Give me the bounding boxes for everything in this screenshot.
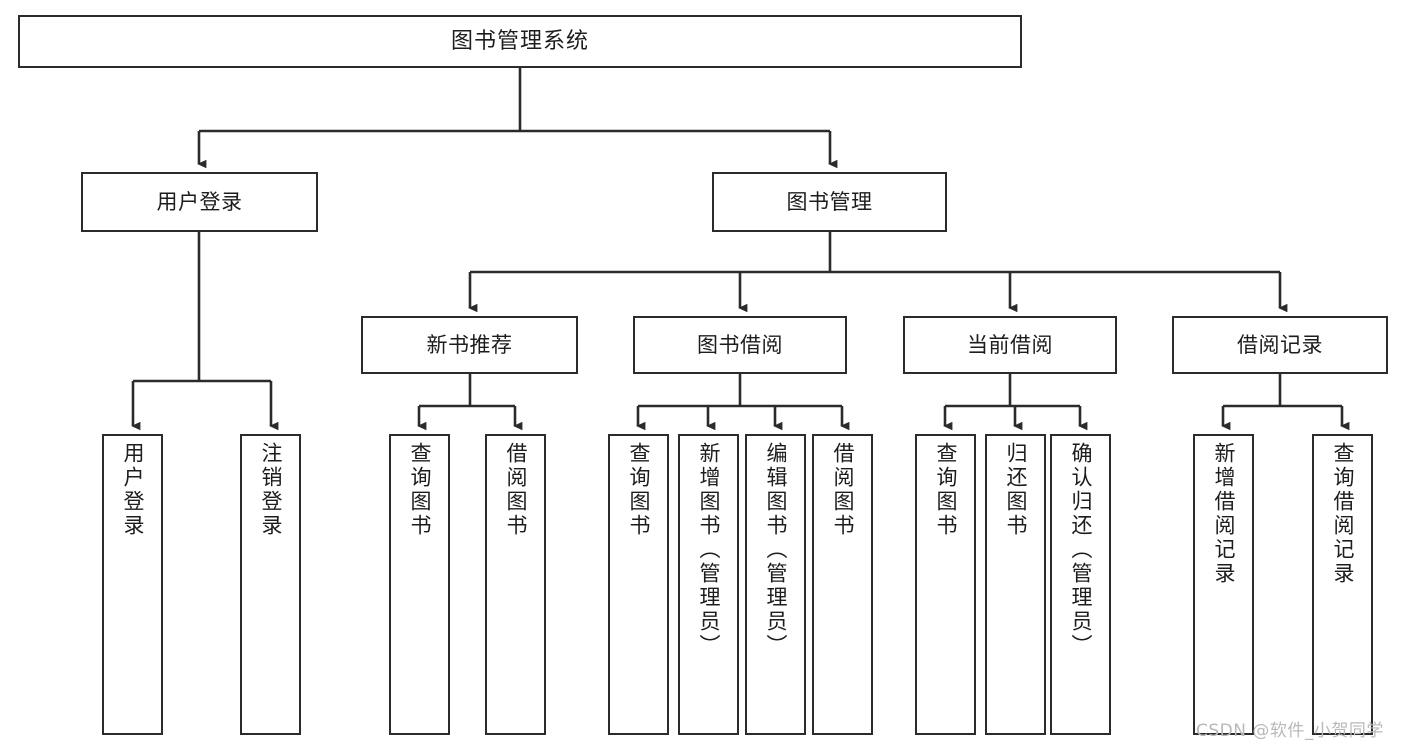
node-new-book-recommend[interactable]: 新书推荐 [361,316,578,374]
node-leaf-edit-book-admin-label: 编辑图书（管理员） [764,442,788,658]
node-borrow-record[interactable]: 借阅记录 [1172,316,1388,374]
node-leaf-borrow-book-1[interactable]: 借阅图书 [485,434,546,735]
node-leaf-query-book-3-label: 查询图书 [934,442,958,538]
node-leaf-logout-login-label: 注销登录 [259,442,283,538]
node-leaf-user-login[interactable]: 用户登录 [102,434,163,735]
node-leaf-user-login-label: 用户登录 [121,442,145,538]
node-leaf-borrow-book-2[interactable]: 借阅图书 [812,434,873,735]
node-book-borrow-label: 图书借阅 [697,332,783,357]
node-leaf-edit-book-admin[interactable]: 编辑图书（管理员） [745,434,806,735]
node-leaf-query-book-3[interactable]: 查询图书 [915,434,976,735]
node-leaf-confirm-return-admin-label: 确认归还（管理员） [1069,442,1093,658]
node-leaf-query-borrow-record-label: 查询借阅记录 [1331,442,1355,586]
node-user-login-label: 用户登录 [156,189,243,214]
node-leaf-query-book-1[interactable]: 查询图书 [389,434,450,735]
node-root-label: 图书管理系统 [450,28,589,54]
node-leaf-add-borrow-record[interactable]: 新增借阅记录 [1193,434,1254,735]
node-book-borrow[interactable]: 图书借阅 [633,316,847,374]
node-leaf-logout-login[interactable]: 注销登录 [240,434,301,735]
node-book-manage[interactable]: 图书管理 [712,172,947,232]
node-current-borrow-label: 当前借阅 [967,332,1053,357]
node-leaf-add-borrow-record-label: 新增借阅记录 [1212,442,1236,586]
node-leaf-query-book-2-label: 查询图书 [627,442,651,538]
node-leaf-query-book-1-label: 查询图书 [408,442,432,538]
node-user-login[interactable]: 用户登录 [81,172,318,232]
node-leaf-confirm-return-admin[interactable]: 确认归还（管理员） [1050,434,1111,735]
node-leaf-return-book-label: 归还图书 [1004,442,1028,538]
node-leaf-add-book-admin[interactable]: 新增图书（管理员） [678,434,739,735]
node-leaf-add-book-admin-label: 新增图书（管理员） [697,442,721,658]
node-new-book-recommend-label: 新书推荐 [426,332,513,357]
node-current-borrow[interactable]: 当前借阅 [903,316,1117,374]
node-leaf-return-book[interactable]: 归还图书 [985,434,1046,735]
node-borrow-record-label: 借阅记录 [1237,332,1323,357]
node-leaf-query-borrow-record[interactable]: 查询借阅记录 [1312,434,1373,735]
node-root[interactable]: 图书管理系统 [18,15,1022,68]
node-leaf-query-book-2[interactable]: 查询图书 [608,434,669,735]
node-book-manage-label: 图书管理 [786,189,873,214]
node-leaf-borrow-book-2-label: 借阅图书 [831,442,855,538]
csdn-watermark: CSDN @软件_小贺同学 [1196,721,1384,741]
node-leaf-borrow-book-1-label: 借阅图书 [504,442,528,538]
